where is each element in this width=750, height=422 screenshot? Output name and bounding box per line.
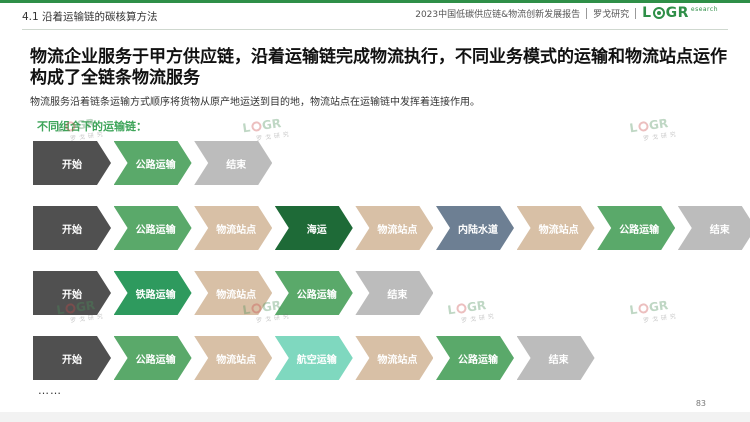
chain-step-label: 公路运输 [296,289,337,301]
chain-step-label: 开始 [62,354,82,366]
chain-step-label: 物流站点 [216,289,257,301]
chain-step-label: 铁路运输 [135,289,176,301]
chain-step-label: 结束 [709,224,730,236]
chain-step-label: 物流站点 [216,354,257,366]
chain-step-road: 公路运输 [436,336,514,380]
chain-step-sea: 海运 [275,206,353,250]
chain-step-label: 公路运输 [135,354,176,366]
chain-step-label: 公路运输 [458,354,498,366]
chain-step-end: 结束 [678,206,750,250]
chain-step-start: 开始 [33,206,111,250]
chain-step-label: 结束 [387,289,408,301]
chain-step-label: 公路运输 [619,224,660,236]
page-title: 物流企业服务于甲方供应链，沿着运输链完成物流执行，不同业务模式的运输和物流站点运… [30,47,727,88]
chain-step-start: 开始 [33,336,111,380]
chain-step-station: 物流站点 [194,336,272,380]
chain-step-label: 结束 [226,159,247,171]
watermark-ring-icon [64,302,76,315]
chain-step-end: 结束 [517,336,595,380]
chain-step-rail: 铁路运输 [114,271,192,315]
logo-ring-icon [652,7,665,19]
chain-step-inland: 内陆水道 [436,206,514,250]
chain-step-end: 结束 [355,271,433,315]
chain-step-label: 物流站点 [216,224,257,236]
chain-step-label: 航空运输 [296,354,337,366]
report-header: 2023中国低碳供应链&物流创新发展报告 罗戈研究 L GR esearch [415,3,718,23]
chain-step-road: 公路运输 [597,206,675,250]
page-subtitle: 物流服务沿着链条运输方式顺序将货物从原产地运送到目的地，物流站点在运输链中发挥着… [30,97,480,108]
chain-step-road: 公路运输 [114,206,192,250]
more-ellipsis: …… [38,384,62,397]
report-title: 2023中国低碳供应链&物流创新发展报告 [415,9,581,20]
chain-step-end: 结束 [194,141,272,185]
chain-step-label: 物流站点 [538,224,579,236]
header-separator [586,7,588,19]
chain-step-label: 开始 [62,224,82,236]
chain-step-start: 开始 [33,141,111,185]
watermark-ring-icon [637,120,649,133]
footer-bar [0,412,750,422]
chain-step-station: 物流站点 [517,206,595,250]
watermark-ring-icon [64,120,76,133]
logr-logo: L GR esearch [642,5,718,21]
chain-step-label: 物流站点 [377,224,418,236]
chain-step-station: 物流站点 [355,206,433,250]
header-separator [635,7,637,19]
page-number: 83 [695,399,706,408]
watermark-ring-icon [250,120,262,133]
chain-step-station: 物流站点 [194,206,272,250]
chain-step-label: 公路运输 [135,159,176,171]
header-divider [22,29,728,30]
org-name: 罗戈研究 [593,9,630,20]
chain-step-label: 公路运输 [135,224,176,236]
chain-step-label: 结束 [548,354,569,366]
section-label: 4.1 沿着运输链的碳核算方法 [22,11,158,23]
chain-group-label: 不同组合下的运输链： [37,120,147,133]
chain-step-label: 物流站点 [377,354,418,366]
chain-step-air: 航空运输 [275,336,353,380]
chain-step-label: 海运 [306,224,327,236]
watermark-ring-icon [250,302,262,315]
chain-step-label: 开始 [62,159,82,171]
chain-step-start: 开始 [33,271,111,315]
chain-step-label: 开始 [62,289,82,301]
chain-step-road: 公路运输 [114,141,192,185]
watermark-ring-icon [455,302,467,315]
top-accent-line [0,0,750,3]
watermark-ring-icon [637,302,649,315]
chain-step-label: 内陆水道 [458,224,498,236]
chain-step-road: 公路运输 [114,336,192,380]
chain-step-station: 物流站点 [355,336,433,380]
